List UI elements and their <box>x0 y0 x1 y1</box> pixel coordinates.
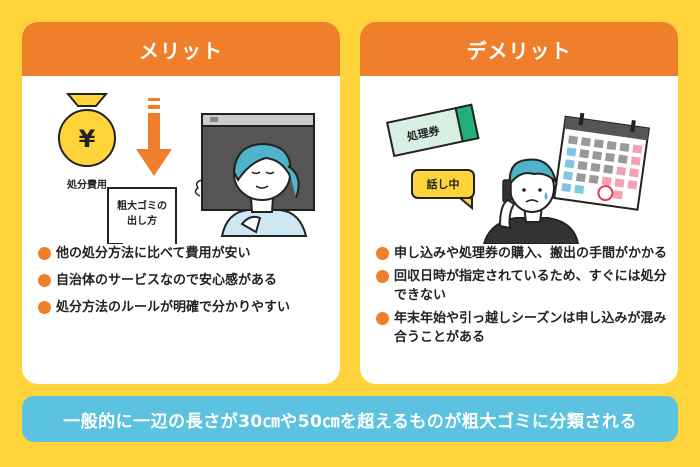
woman-illustration <box>194 142 308 237</box>
money-bag-icon: ¥ <box>58 93 116 167</box>
bullet-icon <box>38 274 51 287</box>
merit-list: 他の処分方法に比べて費用が安い 自治体のサービスなので安心感がある 処分方法のル… <box>36 244 332 325</box>
disposal-fee-label: 処分費用 <box>66 178 107 191</box>
bullet-icon <box>38 301 51 314</box>
demerit-item: 年末年始や引っ越しシーズンは申し込みが混み合うことがある <box>374 309 670 347</box>
merit-item: 処分方法のルールが明確で分かりやすい <box>36 298 332 317</box>
ticket-icon: 処理券 <box>385 103 480 158</box>
demerit-card: デメリット 処理券 <box>360 22 678 384</box>
bullet-icon <box>38 247 51 260</box>
merit-item: 自治体のサービスなので安心感がある <box>36 271 332 290</box>
demerit-illustration: 処理券 <box>385 103 650 244</box>
document-line-2: 出し方 <box>127 214 157 227</box>
bullet-icon <box>376 312 389 325</box>
merit-illustration: ¥ 処分費用 粗大ゴミの 出し方 <box>58 93 315 244</box>
speech-bubble: 話し中 <box>411 169 475 211</box>
document-line-1: 粗大ゴミの <box>117 199 167 212</box>
merit-card: メリット ¥ 処分費用 粗大ゴミの 出し方 <box>22 22 340 384</box>
man-on-phone-illustration <box>482 158 580 244</box>
demerit-item: 回収日時が指定されているため、すぐには処分できない <box>374 267 670 305</box>
demerit-list: 申し込みや処理券の購入、搬出の手間がかかる 回収日時が指定されているため、すぐに… <box>374 244 670 351</box>
down-arrow-icon <box>136 98 172 176</box>
bullet-icon <box>376 247 389 260</box>
bullet-icon <box>376 270 389 283</box>
yen-sign: ¥ <box>79 125 96 153</box>
demerit-item: 申し込みや処理券の購入、搬出の手間がかかる <box>374 244 670 263</box>
merit-title: メリット <box>22 22 340 76</box>
speech-label: 話し中 <box>427 177 460 191</box>
document-icon: 粗大ゴミの 出し方 <box>107 187 177 244</box>
calendar-icon <box>553 112 650 211</box>
merit-item: 他の処分方法に比べて費用が安い <box>36 244 332 263</box>
bottom-banner: 一般的に一辺の長さが30㎝や50㎝を超えるものが粗大ゴミに分類される <box>22 396 678 442</box>
demerit-title: デメリット <box>360 22 678 76</box>
